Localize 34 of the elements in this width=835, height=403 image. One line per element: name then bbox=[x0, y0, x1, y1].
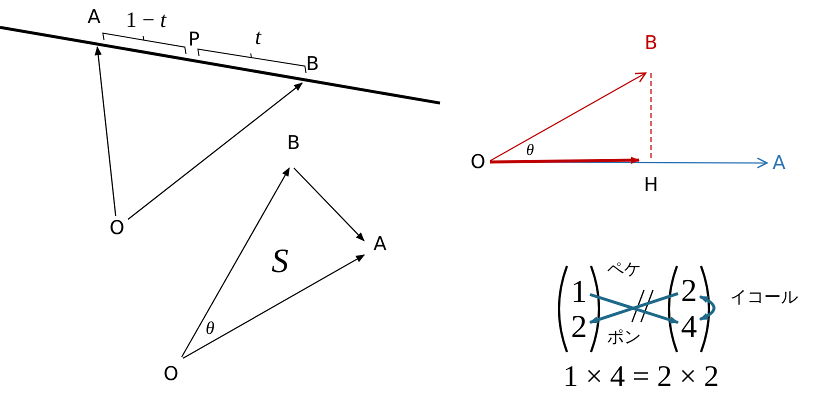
arrow bbox=[699, 295, 716, 321]
point-label: A bbox=[768, 152, 790, 174]
point-label: O bbox=[160, 358, 182, 384]
point-label: B bbox=[300, 55, 325, 82]
point-label: O bbox=[107, 217, 127, 239]
annotation: イコール bbox=[730, 290, 798, 306]
point-label: O bbox=[467, 151, 489, 173]
connector-line bbox=[650, 73, 652, 159]
point-label: B bbox=[640, 34, 662, 72]
point-label: H bbox=[640, 160, 662, 195]
angle-label: θ bbox=[206, 319, 214, 337]
segment-ratio: t bbox=[254, 26, 262, 48]
matrix-entry: 1 bbox=[569, 277, 589, 305]
area-label: S bbox=[272, 245, 288, 279]
annotation: ペケ bbox=[607, 262, 641, 278]
point-label: B bbox=[282, 134, 305, 167]
arrow bbox=[128, 82, 303, 220]
arrow bbox=[94, 46, 116, 216]
equation: 1 × 4 = 2 × 2 bbox=[563, 362, 719, 392]
arrow bbox=[182, 254, 365, 359]
matrix-entry: 4 bbox=[679, 312, 699, 340]
segment-ratio: 1 − t bbox=[126, 9, 166, 31]
matrix-entry: 2 bbox=[569, 312, 589, 340]
arrow bbox=[490, 72, 646, 162]
point-label: P bbox=[188, 30, 200, 50]
arrow bbox=[490, 156, 640, 164]
arrow bbox=[181, 167, 290, 358]
point-label: A bbox=[84, 8, 104, 46]
angle-label: θ bbox=[526, 143, 534, 159]
annotation: ポン bbox=[607, 330, 641, 346]
point-label: A bbox=[365, 227, 395, 254]
matrix-entry: 2 bbox=[679, 276, 699, 304]
arrow bbox=[293, 168, 365, 242]
straight-line bbox=[0, 26, 442, 105]
